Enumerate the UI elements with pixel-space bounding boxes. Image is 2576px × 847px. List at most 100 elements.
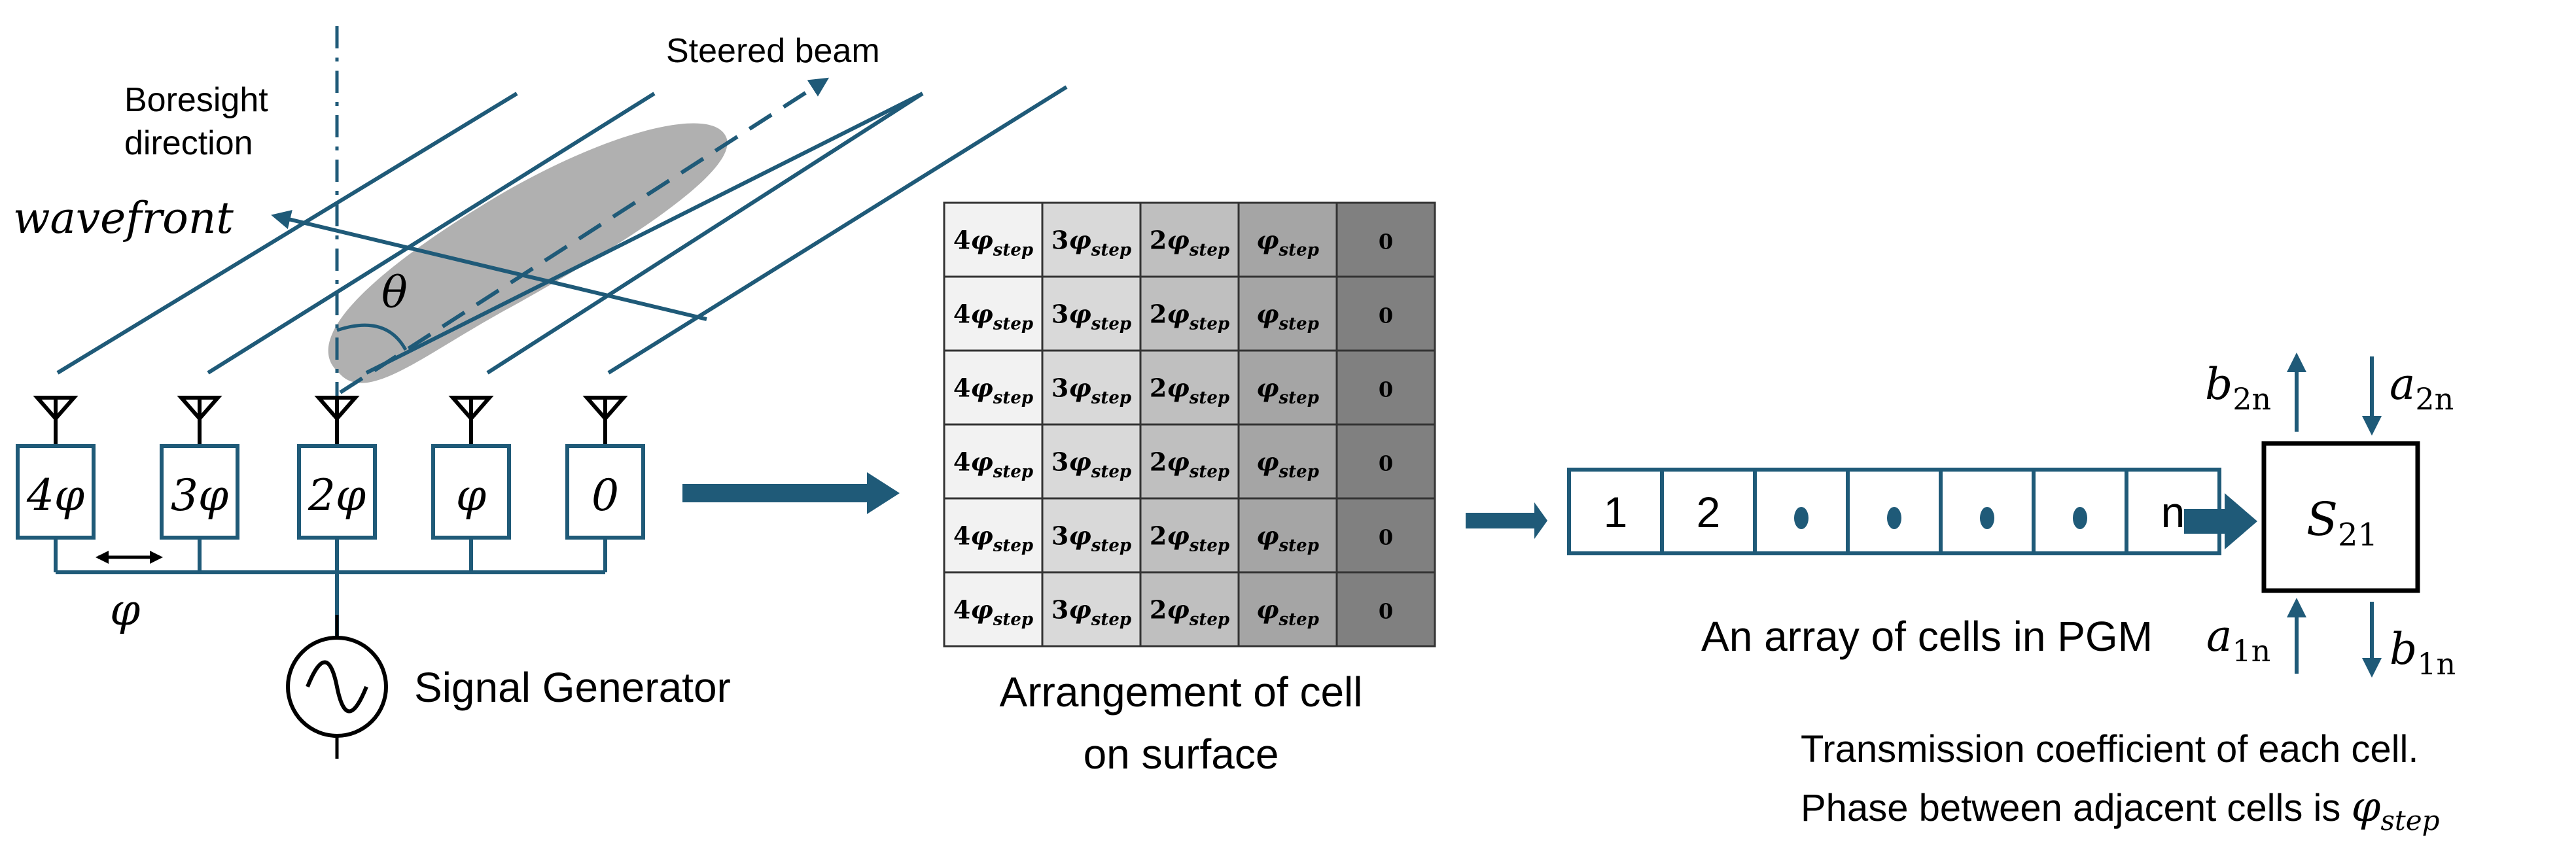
cell-phase-label: 0 bbox=[1379, 377, 1393, 402]
surface-caption-line1: Arrangement of cell bbox=[1000, 668, 1363, 716]
theta-arc bbox=[336, 323, 408, 351]
cell-phase-label: 0 bbox=[1379, 303, 1393, 328]
antenna-element: 2φ bbox=[297, 396, 377, 572]
cell-phase-label: 2φstep bbox=[1150, 447, 1229, 482]
surface-cell: 3φstep bbox=[1041, 275, 1142, 352]
transmission-note-line2: Phase between adjacent cells is φstep bbox=[1801, 783, 2440, 837]
cell-phase-label: 0 bbox=[1379, 230, 1393, 254]
surface-cell: 3φstep bbox=[1041, 201, 1142, 278]
antenna-icon bbox=[33, 396, 79, 446]
surface-cell: φstep bbox=[1237, 423, 1338, 500]
a2n-label: a2n bbox=[2390, 359, 2454, 417]
phase-label: 0 bbox=[591, 470, 619, 521]
surface-cell: 4φstep bbox=[943, 201, 1044, 278]
wavefront-normal-arrow bbox=[271, 209, 707, 321]
surface-cell: 2φstep bbox=[1139, 423, 1240, 500]
cell-phase-label: 0 bbox=[1379, 525, 1393, 550]
surface-cell: 4φstep bbox=[943, 349, 1044, 426]
surface-cell: 2φstep bbox=[1139, 275, 1240, 352]
surface-cell: 0 bbox=[1335, 497, 1436, 574]
cell-phase-label: 4φstep bbox=[953, 373, 1033, 408]
surface-cell: φstep bbox=[1237, 275, 1338, 352]
pgm-cell: • bbox=[1939, 468, 2036, 555]
ellipsis-dot bbox=[1794, 507, 1808, 529]
surface-cell: 0 bbox=[1335, 571, 1436, 648]
cell-phase-label: φstep bbox=[1256, 521, 1319, 556]
phase-label: 3φ bbox=[171, 470, 228, 521]
transmission-note-line1: Transmission coefficient of each cell. bbox=[1801, 728, 2419, 770]
right-arrow-icon bbox=[682, 472, 900, 514]
cell-phase-label: 3φstep bbox=[1051, 373, 1131, 408]
cell-phase-label: φstep bbox=[1256, 595, 1319, 630]
pgm-cell: • bbox=[1753, 468, 1850, 555]
steered-beam-lobe bbox=[328, 123, 728, 383]
cell-phase-label: 0 bbox=[1379, 451, 1393, 476]
antenna-element: 4φ bbox=[16, 396, 96, 572]
surface-cell: 0 bbox=[1335, 349, 1436, 426]
cell-phase-label: φstep bbox=[1256, 447, 1319, 482]
surface-cell: 3φstep bbox=[1041, 571, 1142, 648]
cell-phase-label: 3φstep bbox=[1051, 595, 1131, 630]
cell-phase-label: 0 bbox=[1379, 599, 1393, 624]
ellipsis-dot bbox=[1980, 507, 1994, 529]
steered-beam-arrow bbox=[339, 77, 830, 394]
spacing-label: φ bbox=[110, 585, 140, 635]
cell-phase-label: 3φstep bbox=[1051, 300, 1131, 334]
pgm-cell: 1 bbox=[1567, 468, 1664, 555]
antenna-icon bbox=[448, 396, 494, 446]
antenna-icon bbox=[582, 396, 628, 446]
phased-array-section: θ Boresight direction Steered beam wavef… bbox=[13, 26, 1068, 759]
pgm-caption: An array of cells in PGM bbox=[1701, 613, 2153, 660]
cell-phase-label: 2φstep bbox=[1150, 226, 1229, 260]
surface-cell: 2φstep bbox=[1139, 349, 1240, 426]
cell-phase-label: φstep bbox=[1256, 226, 1319, 260]
phase-label: 4φ bbox=[26, 470, 84, 521]
s21-block bbox=[2261, 441, 2420, 593]
sine-source-icon bbox=[286, 615, 388, 759]
cell-phase-label: φstep bbox=[1256, 373, 1319, 408]
surface-cell: 0 bbox=[1335, 423, 1436, 500]
s21-label: S21 bbox=[2306, 493, 2378, 553]
pgm-cell: • bbox=[2032, 468, 2128, 555]
surface-cell: 3φstep bbox=[1041, 423, 1142, 500]
generator-label: Signal Generator bbox=[414, 664, 731, 711]
phase-shifter-box bbox=[431, 444, 511, 540]
cell-phase-label: 2φstep bbox=[1150, 595, 1229, 630]
cell-phase-label: 2φstep bbox=[1150, 373, 1229, 408]
antenna-element: φ bbox=[431, 396, 511, 572]
surface-cell: 4φstep bbox=[943, 571, 1044, 648]
phase-shifter-box bbox=[16, 444, 96, 540]
boresight-label-line2: direction bbox=[124, 124, 253, 162]
cell-phase-label: 4φstep bbox=[953, 226, 1033, 260]
antenna-elements: 4φ 3φ 2φ φ 0 bbox=[16, 396, 645, 572]
antenna-icon bbox=[177, 396, 222, 446]
cell-phase-label: 4φstep bbox=[953, 447, 1033, 482]
cell-phase-label: 3φstep bbox=[1051, 226, 1131, 260]
surface-cell: 0 bbox=[1335, 275, 1436, 352]
cell-phase-label: 4φstep bbox=[953, 521, 1033, 556]
antenna-element: 3φ bbox=[160, 396, 239, 572]
surface-caption-line2: on surface bbox=[1084, 731, 1279, 778]
cell-phase-label: 3φstep bbox=[1051, 447, 1131, 482]
b2n-label: b2n bbox=[2205, 359, 2271, 417]
surface-cell: 4φstep bbox=[943, 423, 1044, 500]
cell-phase-label: 4φstep bbox=[953, 300, 1033, 334]
ellipsis-dot bbox=[2073, 507, 2087, 529]
two-port-section: S21 b2n a2n a1n b1n Transmission coeffic… bbox=[1801, 353, 2456, 837]
surface-cell: 4φstep bbox=[943, 275, 1044, 352]
theta-label: θ bbox=[381, 268, 408, 318]
surface-cell: 2φstep bbox=[1139, 201, 1240, 278]
right-arrow-icon bbox=[1466, 502, 1547, 539]
surface-cell: 3φstep bbox=[1041, 349, 1142, 426]
right-arrow-icon bbox=[2184, 493, 2257, 549]
cell-phase-label: 2φstep bbox=[1150, 521, 1229, 556]
b1n-label: b1n bbox=[2390, 624, 2456, 682]
pgm-cell: 2 bbox=[1660, 468, 1757, 555]
antenna-icon bbox=[314, 396, 360, 446]
pgm-cell-label: 1 bbox=[1604, 488, 1628, 536]
phase-label: φ bbox=[456, 470, 486, 521]
